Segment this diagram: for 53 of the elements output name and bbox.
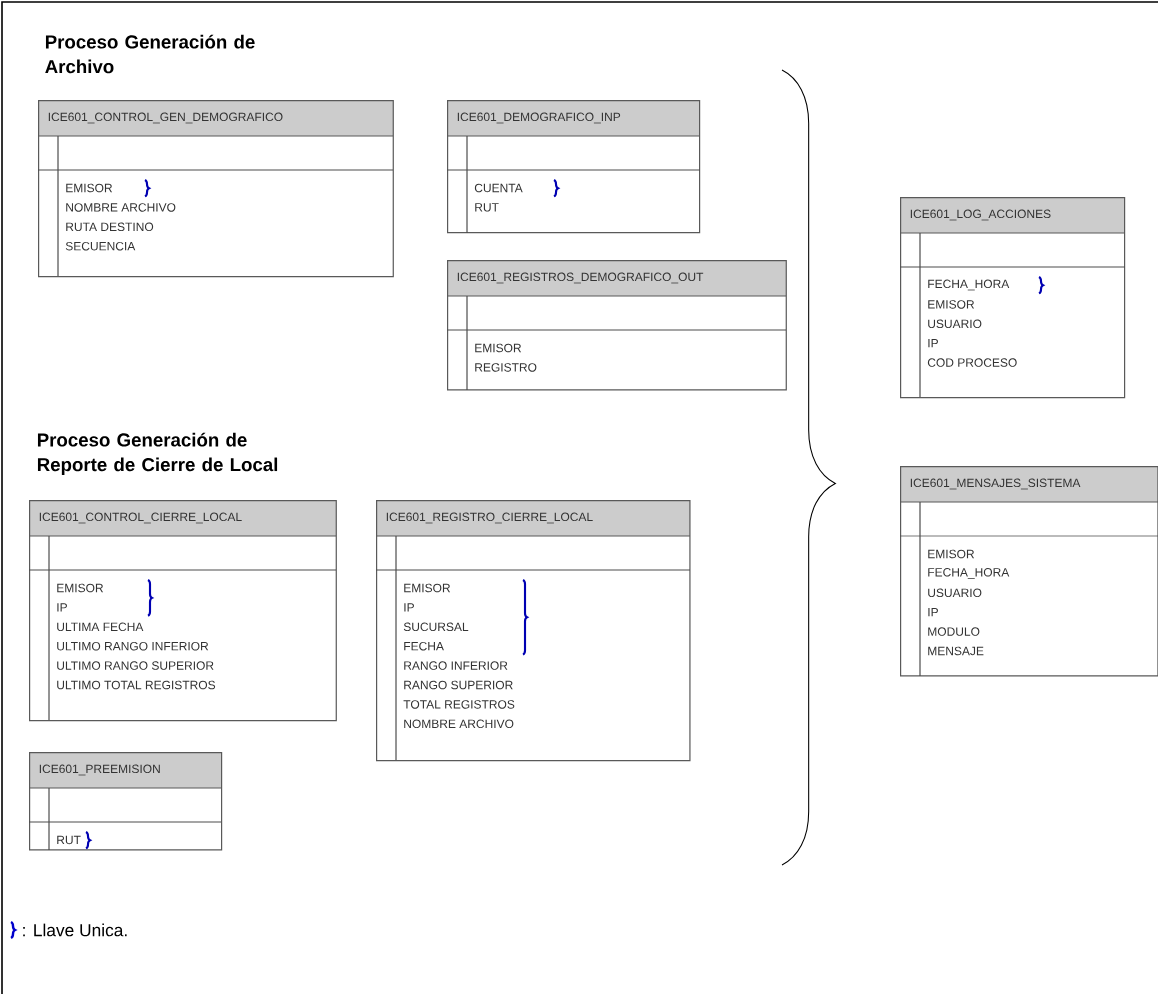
section-title: Proceso Generación de Archivo [45, 34, 255, 74]
field-name: SECUENCIA [65, 241, 136, 251]
field-name: IP [928, 608, 938, 617]
field-name: ULTIMO RANGO INFERIOR [57, 641, 209, 651]
field-name: USUARIO [928, 319, 982, 329]
field-name: SUCURSAL [403, 622, 469, 632]
table-name: ICE601_DEMOGRAFICO_INP [457, 112, 621, 124]
table-name: ICE601_PREEMISION [39, 764, 160, 776]
field-name: FECHA [404, 641, 444, 651]
field-name: ULTIMA FECHA [57, 622, 144, 632]
table [899, 197, 1126, 399]
table [446, 100, 701, 234]
table-name: ICE601_MENSAJES_SISTEMA [910, 478, 1081, 490]
field-name: IP [404, 603, 414, 612]
legend-text: : Llave Unica. [23, 923, 127, 937]
field-name: RUTA DESTINO [66, 222, 154, 232]
table-name: ICE601_LOG_ACCIONES [910, 209, 1051, 221]
table [28, 500, 337, 722]
field-name: NOMBRE ARCHIVO [404, 719, 514, 729]
table-name: ICE601_REGISTROS_DEMOGRAFICO_OUT [457, 272, 704, 284]
field-name: IP [928, 339, 938, 348]
field-name: EMISOR [928, 549, 975, 559]
section-title: Proceso Generación de Reporte de Cierre de Local [37, 432, 278, 475]
table-name: ICE601_CONTROL_CIERRE_LOCAL [39, 512, 242, 524]
field-name: IP [57, 603, 67, 612]
field-name: RANGO INFERIOR [404, 661, 508, 670]
table-name: ICE601_CONTROL_GEN_DEMOGRAFICO [48, 112, 283, 124]
field-name: EMISOR [404, 583, 451, 593]
field-name: EMISOR [66, 183, 113, 193]
field-name: RUT [57, 835, 81, 845]
field-name: FECHA_HORA [928, 279, 1010, 291]
field-name: EMISOR [475, 343, 522, 353]
table-name: ICE601_REGISTRO_CIERRE_LOCAL [386, 512, 593, 524]
field-name: ULTIMO TOTAL REGISTROS [57, 680, 216, 690]
field-name: ULTIMO RANGO SUPERIOR [57, 661, 214, 670]
field-name: MENSAJE [928, 646, 984, 656]
table [37, 100, 394, 278]
field-name: USUARIO [928, 588, 982, 598]
field-name: REGISTRO [475, 363, 537, 372]
table [899, 466, 1158, 677]
table [446, 260, 787, 391]
field-name: NOMBRE ARCHIVO [66, 203, 176, 212]
table [375, 500, 691, 762]
field-name: FECHA_HORA [928, 568, 1010, 579]
field-name: COD PROCESO [927, 358, 1017, 367]
field-name: EMISOR [57, 583, 104, 593]
field-name: CUENTA [474, 183, 523, 193]
field-name: EMISOR [928, 300, 975, 309]
field-name: RANGO SUPERIOR [404, 680, 513, 690]
field-name: MODULO [928, 627, 980, 636]
table [28, 752, 223, 851]
field-name: TOTAL REGISTROS [403, 700, 515, 709]
field-name: RUT [475, 203, 499, 212]
